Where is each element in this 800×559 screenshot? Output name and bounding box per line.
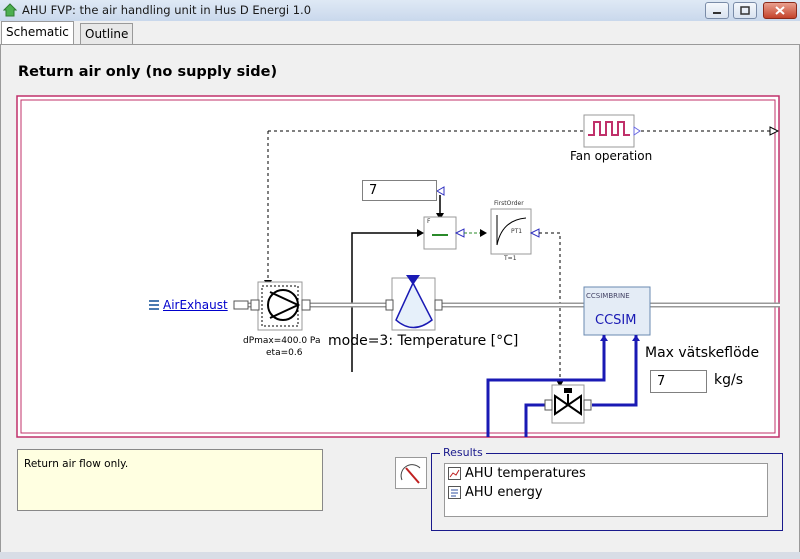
setpoint-input[interactable]: 7 <box>362 180 437 201</box>
results-list: AHU temperatures AHU energy <box>444 463 768 517</box>
result-ahu-energy[interactable]: AHU energy <box>445 483 767 502</box>
air-exhaust-link[interactable]: AirExhaust <box>163 298 228 312</box>
first-order-param: T=1 <box>504 255 517 262</box>
f-block-label: F <box>427 218 431 225</box>
gauge-icon <box>400 464 421 484</box>
flow-input[interactable]: 7 <box>650 370 707 393</box>
fan-air-icon <box>149 300 159 310</box>
result-ahu-temperatures[interactable]: AHU temperatures <box>445 464 767 483</box>
heat-exchanger[interactable] <box>391 275 436 331</box>
description-box: Return air flow only. <box>17 449 323 511</box>
minimize-icon <box>713 12 721 14</box>
ccsim-small-label: CCSIMBRINE <box>586 292 630 300</box>
window-title: AHU FVP: the air handling unit in Hus D … <box>22 3 312 17</box>
fan-operation-block[interactable] <box>583 114 641 148</box>
control-valve[interactable] <box>551 384 585 424</box>
close-button[interactable] <box>763 2 797 19</box>
first-order-title: FirstOrder <box>494 200 524 207</box>
close-icon <box>775 6 785 15</box>
fan-params-eta: eta=0.6 <box>266 348 303 358</box>
exhaust-fan[interactable] <box>257 281 303 331</box>
pt1-label: PT1 <box>511 228 523 235</box>
tab-outline[interactable]: Outline <box>80 23 134 44</box>
fan-params-pressure: dPmax=400.0 Pa <box>243 336 321 346</box>
maximize-icon <box>740 6 750 15</box>
chart-icon <box>448 467 461 480</box>
results-group: Results AHU temperatures AHU energy <box>431 446 783 531</box>
house-icon <box>3 3 17 17</box>
report-icon <box>448 486 461 499</box>
result-label: AHU energy <box>465 485 543 500</box>
ccsim-block[interactable] <box>583 286 651 336</box>
ccsim-label: CCSIM <box>595 313 637 328</box>
status-bar <box>0 552 800 559</box>
minimize-button[interactable] <box>705 2 729 19</box>
tab-schematic[interactable]: Schematic <box>1 21 74 44</box>
title-bar: AHU FVP: the air handling unit in Hus D … <box>0 0 800 22</box>
results-legend: Results <box>440 446 486 459</box>
fan-operation-label: Fan operation <box>570 149 653 163</box>
result-label: AHU temperatures <box>465 466 586 481</box>
flow-unit: kg/s <box>714 372 744 388</box>
first-order-block[interactable] <box>490 208 532 255</box>
tab-bar: Schematic Outline <box>0 21 800 44</box>
maximize-button[interactable] <box>733 2 757 19</box>
hx-mode-label: mode=3: Temperature [°C] <box>328 333 519 349</box>
page-title: Return air only (no supply side) <box>18 64 278 80</box>
gauge-button[interactable] <box>395 457 427 489</box>
flow-label: Max vätskeflöde <box>645 345 760 361</box>
